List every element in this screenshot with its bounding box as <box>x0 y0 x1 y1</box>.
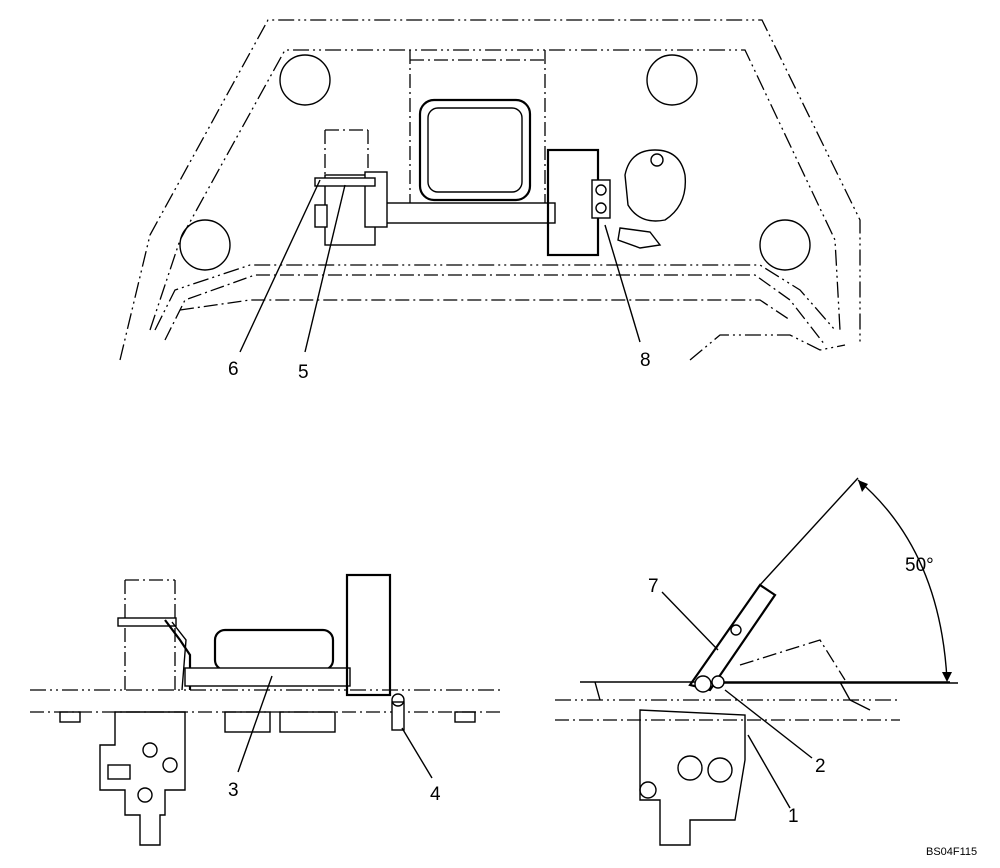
callout-6: 6 <box>228 359 239 380</box>
pivot-pin <box>314 177 376 187</box>
leader-8 <box>604 224 641 343</box>
leader-5 <box>304 184 346 353</box>
bracket-side-plate <box>171 621 187 691</box>
valve-port-b <box>162 757 178 773</box>
under-floor-tab-3 <box>454 711 476 723</box>
drawing-code: BS04F115 <box>926 846 977 858</box>
valve-body-right <box>639 709 746 846</box>
side-view-right: 7 2 1 50° <box>555 477 958 846</box>
left-clip <box>314 204 328 228</box>
valve-port-right-a <box>677 755 703 781</box>
pedal-shaft-side <box>184 667 351 687</box>
valve-port-c <box>137 787 153 803</box>
side-view-left: 3 4 <box>30 573 500 846</box>
callout-4: 4 <box>430 784 441 805</box>
pedal-housing-side <box>213 628 335 672</box>
spring-arm <box>617 227 662 249</box>
pedal-extension-line <box>759 477 859 586</box>
callout-7: 7 <box>648 576 659 597</box>
cab-floor-outline <box>119 19 861 361</box>
leader-1 <box>747 734 791 809</box>
pedal-hole <box>730 624 742 636</box>
angle-arc <box>857 479 948 681</box>
column-guide <box>124 579 176 690</box>
pedal-rest-position <box>739 639 846 681</box>
pedal-7 <box>688 583 777 692</box>
top-view: 6 5 8 <box>119 19 861 383</box>
pedal-shaft <box>384 202 556 224</box>
mount-circle-bottom-left <box>179 219 231 271</box>
leader-7 <box>661 591 719 651</box>
cab-floor-inner-outline <box>149 49 841 331</box>
under-floor-tab-4 <box>59 711 81 723</box>
pedal-housing-inner <box>427 107 523 193</box>
callout-1: 1 <box>788 806 799 827</box>
floor-recess-line-inner <box>164 274 826 346</box>
callout-5: 5 <box>298 362 309 383</box>
callout-2: 2 <box>815 756 826 777</box>
valve-port-a <box>142 742 158 758</box>
leader-6 <box>239 179 321 353</box>
spring-cap <box>650 153 664 167</box>
mount-circle-bottom-right <box>759 219 811 271</box>
stop-block-side <box>345 573 392 697</box>
pedal-housing <box>418 98 532 202</box>
leader-2 <box>724 689 813 759</box>
left-bracket-guide <box>324 129 369 175</box>
floor-recess-line <box>154 264 836 331</box>
pivot-pin-side <box>117 617 177 627</box>
stop-bolt-lower <box>595 202 607 214</box>
valve-port-right-b <box>707 757 733 783</box>
floor-front-step <box>689 334 846 361</box>
valve-body <box>99 711 186 846</box>
hinge-roller <box>711 675 725 689</box>
bolt-4 <box>391 701 405 731</box>
under-floor-tab-2 <box>279 711 336 733</box>
mount-circle-top-right <box>646 54 698 106</box>
callout-3: 3 <box>228 780 239 801</box>
angle-arrow-top <box>858 480 868 492</box>
angle-label: 50° <box>905 555 934 576</box>
spring-body <box>624 149 687 222</box>
leader-3 <box>237 675 273 773</box>
under-floor-tab-1 <box>224 711 271 733</box>
valve-fitting <box>107 764 131 780</box>
mount-circle-top-left <box>279 54 331 106</box>
leader-4 <box>401 727 433 779</box>
callout-8: 8 <box>640 350 651 371</box>
floor-front-edge <box>179 299 791 321</box>
console-opening <box>409 50 546 205</box>
angle-arrow-bottom <box>942 672 952 682</box>
bolt-4-head <box>391 693 405 707</box>
floor-plate-right <box>580 681 950 711</box>
valve-port-right-c <box>639 781 657 799</box>
hinge-pin <box>694 675 712 693</box>
stop-bolt-upper <box>595 184 607 196</box>
